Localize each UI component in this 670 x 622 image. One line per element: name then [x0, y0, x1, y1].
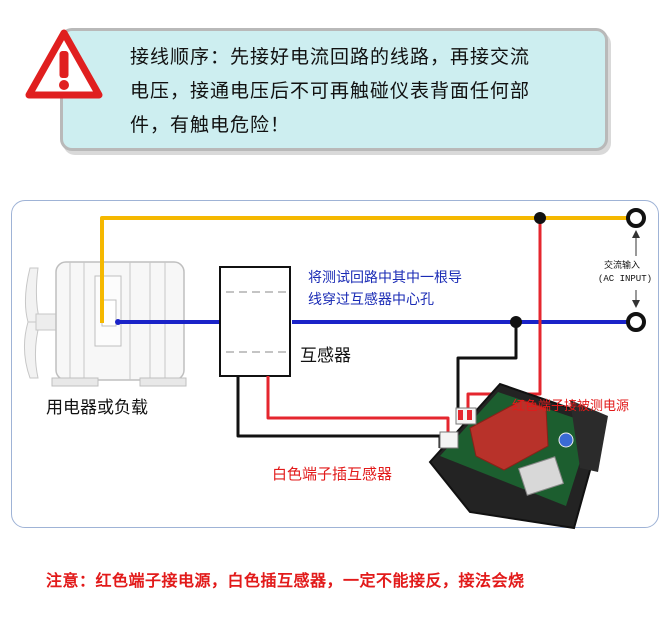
warning-text: 接线顺序：先接好电流回路的线路，再接交流 电压，接通电压后不可再触碰仪表背面任何… — [130, 40, 600, 142]
red-wire-voltage — [466, 218, 542, 412]
ac-input-terminal-bottom — [626, 312, 646, 332]
warning-box — [60, 28, 608, 151]
red-terminal-label: 红色端子接被测电源 — [512, 399, 630, 414]
warning-line-3: 件，有触电危险！ — [130, 114, 291, 136]
black-wire-voltage — [456, 322, 518, 414]
warning-line-1: 接线顺序：先接好电流回路的线路，再接交流 — [130, 46, 531, 68]
test-loop-label-line-1: 将测试回路中其中一根导 — [308, 270, 462, 286]
red-wire-transformer — [266, 376, 450, 436]
motor-terminal-dot — [115, 319, 121, 325]
white-terminal-label: 白色端子插互感器 — [272, 465, 393, 483]
junction-dot-yellow — [534, 212, 546, 224]
panel-meter-icon — [428, 382, 608, 530]
ac-input-terminal-top — [626, 208, 646, 228]
transformer-label: 互感器 — [300, 346, 351, 366]
test-loop-label-line-2: 线穿过互感器中心孔 — [308, 292, 434, 308]
ac-input-label-en: (AC INPUT) — [598, 274, 653, 284]
ac-input-label-cn: 交流输入 — [604, 261, 641, 271]
warning-line-2: 电压，接通电压后不可再触碰仪表背面任何部 — [130, 80, 531, 102]
yellow-wire — [100, 216, 636, 323]
junction-dot-blue — [510, 316, 522, 328]
current-transformer — [219, 266, 291, 377]
wiring-notice: 注意：红色端子接电源，白色插互感器，一定不能接反，接法会烧 — [46, 571, 525, 590]
warning-triangle-icon — [25, 29, 103, 99]
load-label: 用电器或负载 — [46, 398, 148, 418]
